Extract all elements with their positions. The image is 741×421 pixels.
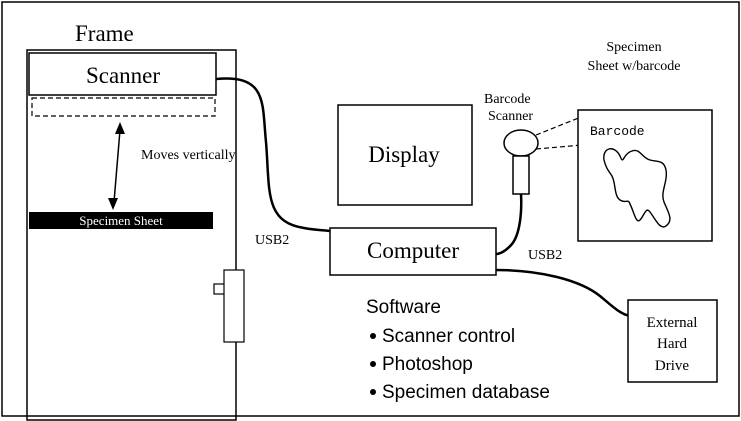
display-box <box>337 104 473 206</box>
frame-title: Frame <box>75 21 134 46</box>
moves-vertically-label: Moves vertically <box>141 148 235 163</box>
hard-drive-box <box>627 299 718 383</box>
computer-label: Computer <box>367 238 459 263</box>
frame-cabinet <box>26 49 237 421</box>
barcode-scanner-label-line1: Barcode <box>484 92 531 107</box>
specimen-sheet-label: Specimen Sheet <box>79 213 163 228</box>
scanner-dashed-position <box>31 97 216 117</box>
usb-label-left: USB2 <box>255 233 289 248</box>
bullet-icon <box>370 389 376 395</box>
hard-drive-line1: External <box>647 315 698 331</box>
computer-box <box>329 227 497 276</box>
barcode-scanner-icon <box>503 129 539 195</box>
display-label: Display <box>368 142 440 167</box>
scanner-label: Scanner <box>86 63 160 88</box>
frame-handle <box>213 269 245 343</box>
barcode-scanner-label-line2: Scanner <box>488 109 533 124</box>
specimen-sheet-bar <box>29 212 213 229</box>
software-item: Scanner control <box>382 326 515 347</box>
scanner-box <box>28 52 217 96</box>
software-item: Specimen database <box>382 382 550 403</box>
bullet-icon <box>370 333 376 339</box>
usb-cable-barcode <box>495 193 523 256</box>
cable-hard-drive <box>495 268 631 318</box>
usb-label-right: USB2 <box>528 248 562 263</box>
double-arrow-icon <box>108 122 125 210</box>
specimen-title-line1: Specimen <box>606 40 661 55</box>
usb-cable-scanner <box>215 77 334 234</box>
software-item: Photoshop <box>382 354 473 375</box>
specimen-barcode-text: Barcode <box>590 124 645 139</box>
specimen-sheet-box <box>577 109 713 242</box>
hard-drive-line3: Drive <box>655 358 689 374</box>
hard-drive-line2: Hard <box>657 336 687 352</box>
software-heading: Software <box>366 297 441 318</box>
bullet-icon <box>370 361 376 367</box>
specimen-outline <box>603 148 671 228</box>
specimen-title-line2: Sheet w/barcode <box>588 59 681 74</box>
